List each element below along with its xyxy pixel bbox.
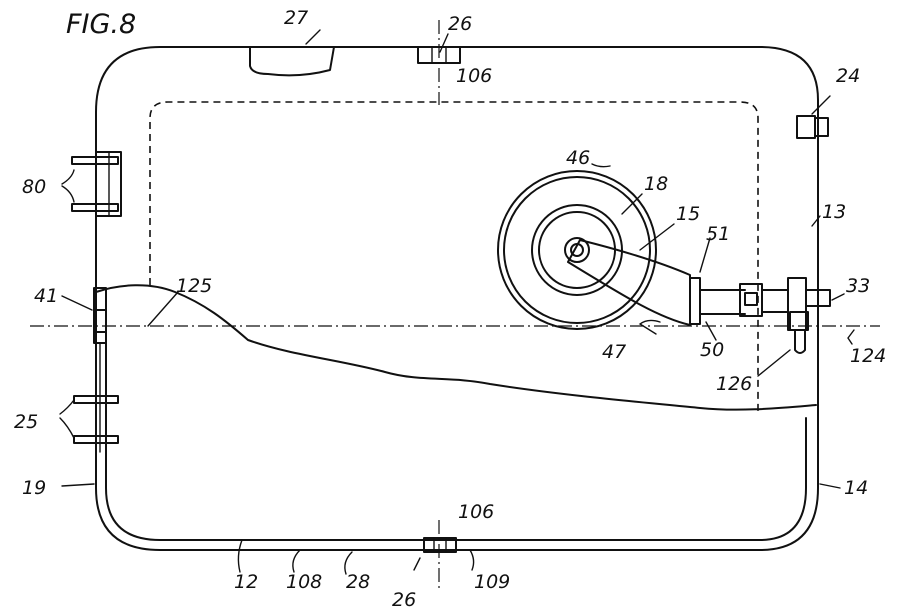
ref-label-13: 13	[822, 201, 846, 223]
inner-liner-dashed	[150, 102, 758, 412]
ref-label-108: 108	[286, 571, 322, 593]
ref-label-14: 14	[844, 477, 868, 499]
latch-27	[250, 47, 334, 75]
container-inner-wall	[106, 330, 806, 540]
ref-label-47: 47	[602, 341, 626, 363]
figure-title: FIG.8	[66, 9, 136, 40]
ref-label-126: 126	[716, 373, 752, 395]
ref-label-19: 19	[22, 477, 46, 499]
ref-label-109: 109	[474, 571, 510, 593]
collar-51	[690, 278, 700, 324]
ref-label-24: 24	[836, 65, 860, 87]
shaft-50	[700, 290, 745, 314]
container-body-outline	[96, 47, 818, 550]
arm-15	[568, 240, 690, 325]
ref-label-51: 51	[706, 223, 730, 245]
ref-label-106-top: 106	[456, 65, 492, 87]
latch-24-tab	[815, 118, 828, 136]
ref-label-12: 12	[234, 571, 258, 593]
ref-label-50: 50	[700, 339, 724, 361]
ref-label-26-top: 26	[448, 13, 472, 35]
ref-label-106-bottom: 106	[458, 501, 494, 523]
ref-label-46: 46	[566, 147, 590, 169]
leader-lines	[60, 30, 854, 574]
ref-label-124: 124	[850, 345, 886, 367]
ref-label-80: 80	[22, 176, 46, 198]
ref-label-41: 41	[34, 285, 58, 307]
coupling-33	[740, 278, 830, 330]
ref-label-125: 125	[176, 275, 212, 297]
hinge-bracket-80	[72, 152, 121, 216]
latch-24	[797, 116, 815, 138]
ref-label-25: 25	[14, 411, 38, 433]
reel-46	[498, 171, 656, 329]
ref-label-26-bottom: 26	[392, 589, 416, 611]
ref-label-15: 15	[676, 203, 700, 225]
ref-label-18: 18	[644, 173, 668, 195]
ref-label-33: 33	[846, 275, 870, 297]
ref-label-27: 27	[284, 7, 308, 29]
pin-126	[795, 330, 805, 353]
ref-label-28: 28	[346, 571, 370, 593]
